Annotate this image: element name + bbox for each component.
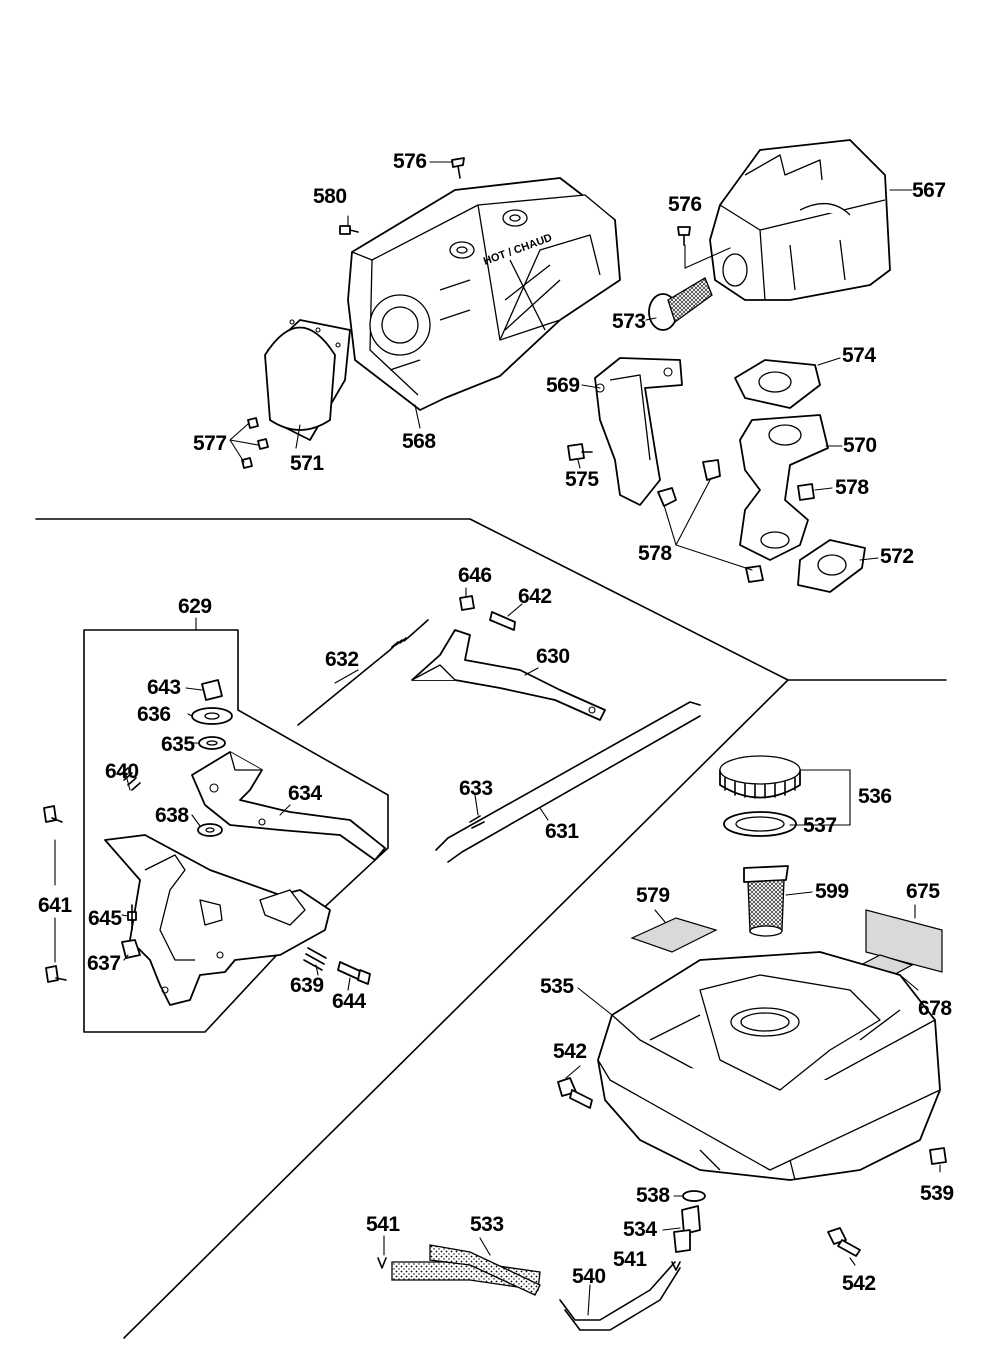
gasket-572 [797, 539, 866, 593]
label-675: 675 [906, 880, 940, 903]
bracket-box-629 [83, 617, 389, 1033]
governor-arm-634 [191, 751, 386, 861]
label-538: 538 [636, 1184, 670, 1207]
label-567: 567 [912, 179, 946, 202]
bolts-small [241, 157, 691, 469]
section-dividers [35, 518, 947, 1339]
leader-lines-top [229, 161, 913, 571]
exhaust-pipe-570 [739, 414, 829, 561]
label-629: 629 [178, 595, 212, 618]
label-574: 574 [842, 344, 876, 367]
rod-631 [435, 701, 701, 863]
gasket-574 [734, 359, 821, 409]
label-579 [630, 909, 718, 953]
muffler-body-567 [709, 139, 891, 301]
label-541-left: 541 [366, 1213, 400, 1236]
label-578-bottom: 578 [638, 542, 672, 565]
label-541-right: 541 [613, 1248, 647, 1271]
label-542-bottom: 542 [842, 1272, 876, 1295]
part-number-labels: 576 580 567 576 573 574 569 570 575 578 … [38, 150, 954, 1295]
label-633: 633 [459, 777, 493, 800]
label-535: 535 [540, 975, 574, 998]
fasteners-646-642 [459, 595, 516, 631]
rod-632 [297, 619, 429, 726]
label-646: 646 [458, 564, 492, 587]
label-599: 599 [815, 880, 849, 903]
label-645: 645 [88, 907, 122, 930]
label-576-top: 576 [393, 150, 427, 173]
label-570: 570 [843, 434, 877, 457]
label-640: 640 [105, 760, 139, 783]
label-642: 642 [518, 585, 552, 608]
label-539: 539 [920, 1182, 954, 1205]
leader-lines-governor [121, 587, 539, 991]
fuel-cap-536 [719, 755, 851, 837]
label-542-left: 542 [553, 1040, 587, 1063]
governor-hardware [119, 679, 233, 931]
label-630: 630 [536, 645, 570, 668]
fuel-strainer-599 [743, 865, 813, 937]
label-536: 536 [858, 785, 892, 808]
spark-arrester-573 [648, 277, 713, 331]
bracket-569 [594, 357, 683, 506]
label-533: 533 [470, 1213, 504, 1236]
label-637: 637 [87, 952, 121, 975]
label-576-right: 576 [668, 193, 702, 216]
spring-639-bolt-644 [303, 947, 371, 985]
bolts-641 [43, 805, 67, 983]
label-636: 636 [137, 703, 171, 726]
label-678: 678 [918, 997, 952, 1020]
label-577: 577 [193, 432, 227, 455]
label-639: 639 [290, 974, 324, 997]
label-573: 573 [612, 310, 646, 333]
label-634: 634 [288, 782, 322, 805]
label-578-right: 578 [835, 476, 869, 499]
label-569: 569 [546, 374, 580, 397]
muffler-heat-shield-568: HOT / CHAUD [347, 177, 621, 411]
label-641: 641 [38, 894, 72, 917]
label-631: 631 [545, 820, 579, 843]
label-534: 534 [623, 1218, 657, 1241]
fuel-tank-535 [577, 951, 941, 1181]
label-537: 537 [803, 814, 837, 837]
label-644: 644 [332, 990, 366, 1013]
fuel-tank-hardware [557, 1065, 947, 1266]
label-568: 568 [402, 430, 436, 453]
muffler-cover-571 [264, 319, 351, 441]
fuel-line-540 [377, 1235, 681, 1331]
label-638: 638 [155, 804, 189, 827]
lever-630 [411, 629, 606, 721]
label-643: 643 [147, 676, 181, 699]
label-632: 632 [325, 648, 359, 671]
label-572: 572 [880, 545, 914, 568]
label-575: 575 [565, 468, 599, 491]
label-635: 635 [161, 733, 195, 756]
label-540: 540 [572, 1265, 606, 1288]
label-580: 580 [313, 185, 347, 208]
base-plate-637 [104, 834, 331, 1006]
label-571: 571 [290, 452, 324, 475]
label-579: 579 [636, 884, 670, 907]
